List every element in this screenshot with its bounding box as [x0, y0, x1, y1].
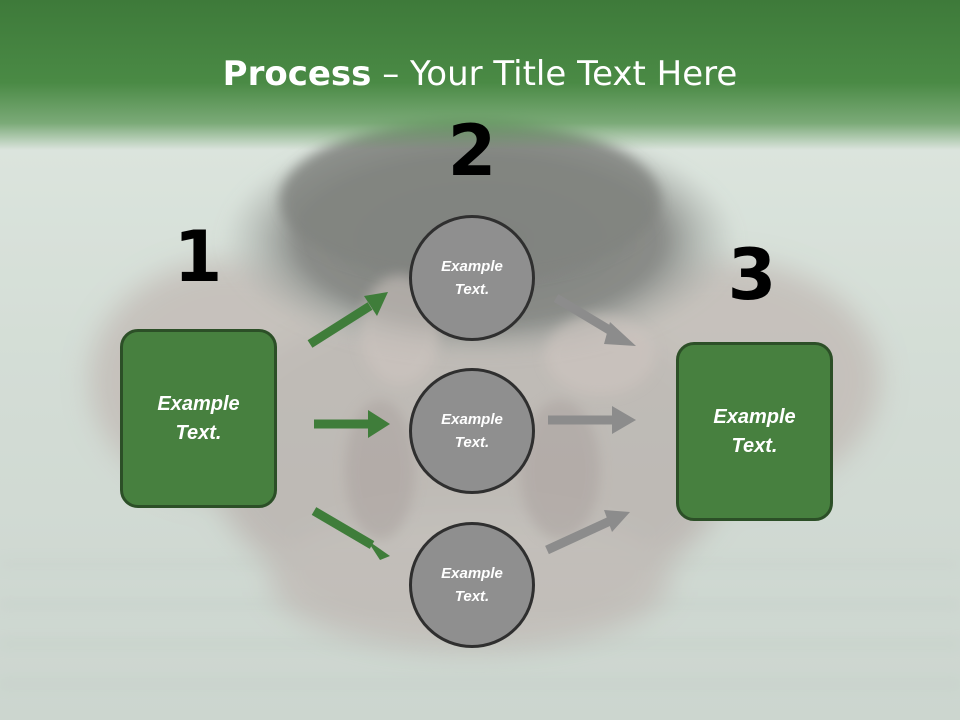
step-number-2: 2 [447, 110, 497, 192]
title-dash: – [371, 54, 411, 94]
step-3-box: Example Text. [676, 342, 833, 521]
step-number-3: 3 [727, 234, 777, 316]
arrow-top-to-3 [553, 294, 636, 346]
title-rest: Your Title Text Here [410, 54, 738, 94]
arrow-1-to-bottom [311, 507, 390, 560]
process-circle-top: Example Text. [409, 215, 535, 341]
arrow-middle-to-3 [548, 406, 636, 434]
arrow-bottom-to-3 [545, 510, 630, 555]
process-circle-middle: Example Text. [409, 368, 535, 494]
process-circle-bottom: Example Text. [409, 522, 535, 648]
title-bold-word: Process [222, 54, 372, 94]
arrow-1-to-middle [314, 410, 390, 438]
step-1-box: Example Text. [120, 329, 277, 508]
arrow-1-to-top [307, 292, 388, 348]
title-banner [0, 0, 960, 150]
page-title: Process – Your Title Text Here [0, 52, 960, 96]
step-number-1: 1 [173, 216, 223, 298]
